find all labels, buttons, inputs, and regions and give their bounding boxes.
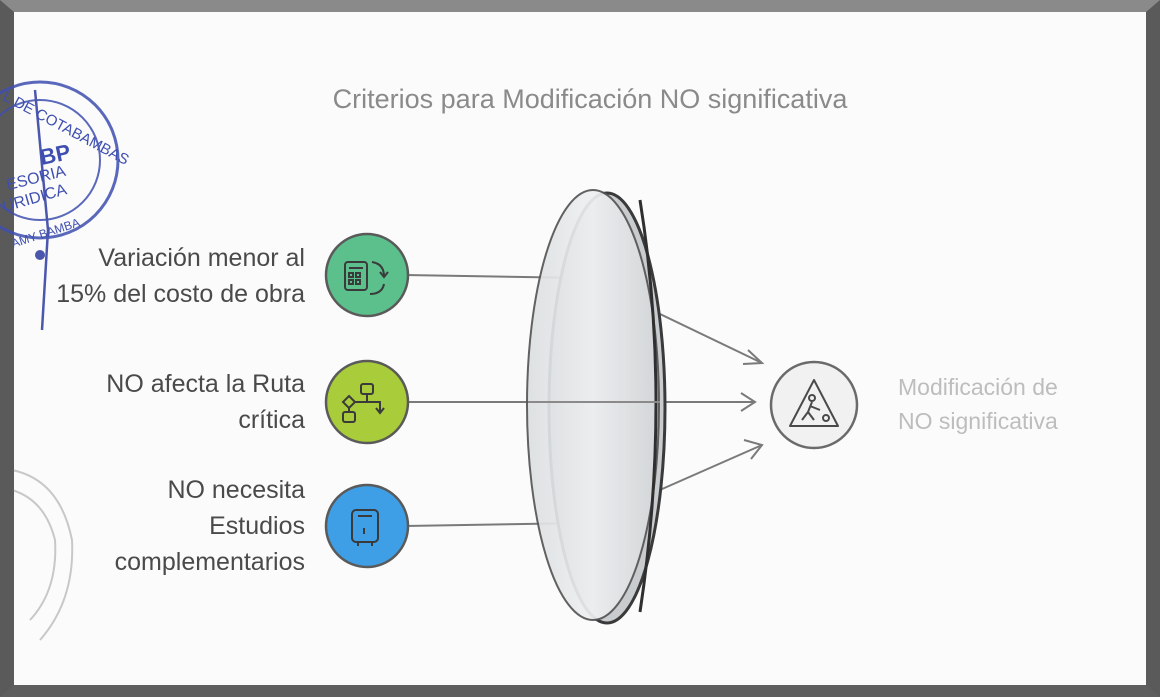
criterion-label-1-line-1: Variación menor al [98,244,305,272]
construction-sign-icon [789,379,839,427]
criterion-label-3-line-3: complementarios [114,548,305,576]
criterion-label-2: NO afecta la Ruta crítica [106,366,305,438]
official-stamp [0,80,120,331]
criterion-circle-3 [324,483,410,569]
lens-shape [526,189,667,625]
criterion-label-2-line-2: crítica [238,406,305,434]
result-label-line-1: Modificación de [898,374,1058,400]
criterion-label-1: Variación menor al 15% del costo de obra [56,240,305,312]
faint-stamp [11,469,74,641]
criterion-label-2-line-1: NO afecta la Ruta [106,370,305,398]
flowchart-icon [341,383,385,423]
criterion-label-3: NO necesita Estudios complementarios [115,472,305,580]
arrow-head-3 [743,439,764,460]
result-circle [769,360,859,450]
result-label: Modificación de NO significativa [898,370,1058,438]
criterion-label-3-line-2: Estudios [209,512,305,540]
criterion-circle-1 [324,232,410,318]
arrow-head-1 [742,349,765,365]
result-label-line-2: NO significativa [898,408,1058,434]
criterion-label-1-line-2: 15% del costo de obra [56,280,305,308]
calculator-cycle-icon [344,261,389,295]
arrow-head-2 [740,392,757,412]
document-box-icon [351,509,379,546]
criterion-circle-2 [324,359,410,445]
diagram-title: Criterios para Modificación NO significa… [332,84,848,114]
criterion-label-3-line-1: NO necesita [167,476,305,504]
